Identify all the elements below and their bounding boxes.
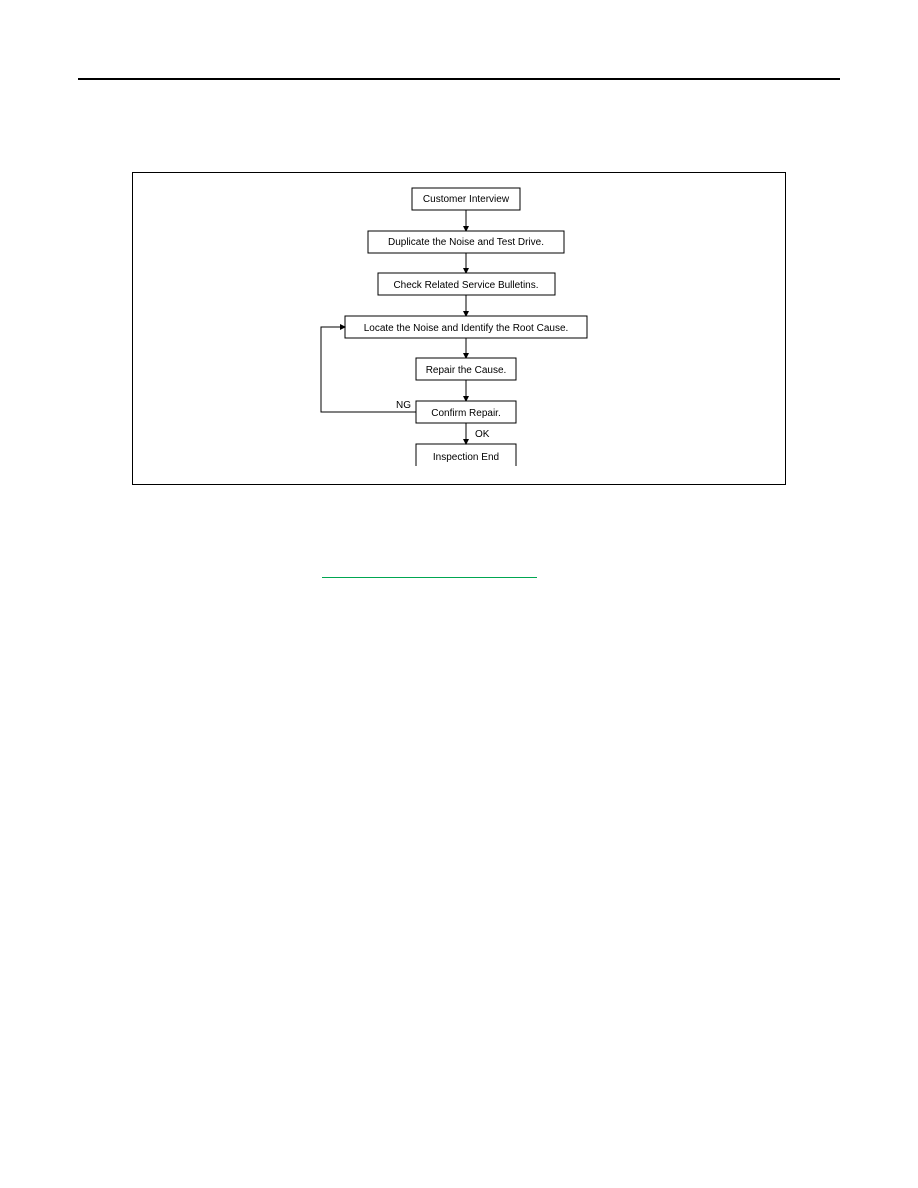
hyperlink-underline[interactable]	[322, 577, 537, 578]
step-label: Locate the Noise and Identify the Root C…	[364, 323, 569, 334]
troubleshooting-flowchart-figure	[132, 172, 786, 485]
step-label: Confirm Repair.	[431, 408, 500, 419]
step-customer-interview: Customer Interview	[411, 187, 521, 211]
step-check-bulletins: Check Related Service Bulletins.	[377, 272, 556, 296]
ng-label: NG	[396, 400, 411, 411]
step-locate-noise: Locate the Noise and Identify the Root C…	[344, 315, 588, 339]
step-repair-cause: Repair the Cause.	[415, 357, 517, 381]
step-label: Check Related Service Bulletins.	[393, 280, 538, 291]
step-label: Repair the Cause.	[426, 365, 507, 376]
step-label: Duplicate the Noise and Test Drive.	[388, 237, 544, 248]
ng-loop-arrow	[320, 324, 416, 413]
step-label: Inspection End	[433, 452, 499, 463]
ok-label: OK	[475, 429, 490, 440]
step-label: Customer Interview	[423, 194, 510, 205]
header-rule	[78, 78, 840, 80]
step-inspection-end: Inspection End	[415, 443, 517, 466]
step-duplicate-noise: Duplicate the Noise and Test Drive.	[367, 230, 565, 254]
step-confirm-repair: Confirm Repair.	[415, 400, 517, 424]
